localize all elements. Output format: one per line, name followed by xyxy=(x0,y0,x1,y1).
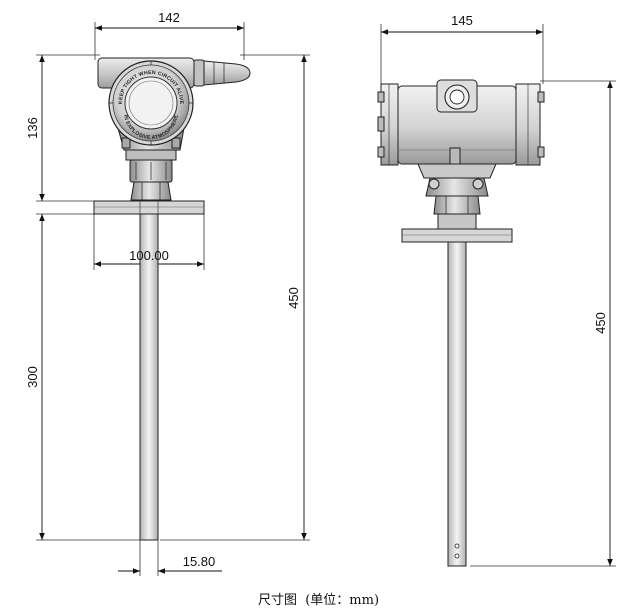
dim-text-15-80: 15.80 xyxy=(183,554,216,569)
dim-text-450-side: 450 xyxy=(593,312,608,334)
dim-text-145: 145 xyxy=(451,13,473,28)
figure-caption: 尺寸图 (单位：mm) xyxy=(0,589,637,609)
side-flange xyxy=(401,213,513,243)
dim-text-450-front: 450 xyxy=(286,287,301,309)
probe-vent-hole-upper xyxy=(454,543,460,549)
dim-text-136: 136 xyxy=(25,117,40,139)
side-probe xyxy=(447,241,467,567)
side-view: 145 450 xyxy=(377,13,616,567)
dim-text-100: 100.00 xyxy=(129,248,169,263)
dim-text-142: 142 xyxy=(158,10,180,25)
front-flange xyxy=(93,200,205,215)
dimension-drawing: KEEP TIGHT WHEN CIRCUIT ALIVE IN EXPLOSI… xyxy=(25,10,616,576)
front-display-cover: KEEP TIGHT WHEN CIRCUIT ALIVE IN EXPLOSI… xyxy=(108,60,194,146)
side-dimension-lines xyxy=(381,29,613,566)
front-view: KEEP TIGHT WHEN CIRCUIT ALIVE IN EXPLOSI… xyxy=(25,10,310,576)
caption-title: 尺寸图 xyxy=(257,593,297,608)
caption-unit: (单位：mm) xyxy=(305,593,380,608)
front-probe xyxy=(139,213,159,541)
dim-text-300: 300 xyxy=(25,366,40,388)
front-extension-lines xyxy=(36,22,310,576)
side-housing xyxy=(377,79,545,166)
probe-vent-hole-lower xyxy=(454,553,460,559)
side-neck xyxy=(417,147,497,215)
